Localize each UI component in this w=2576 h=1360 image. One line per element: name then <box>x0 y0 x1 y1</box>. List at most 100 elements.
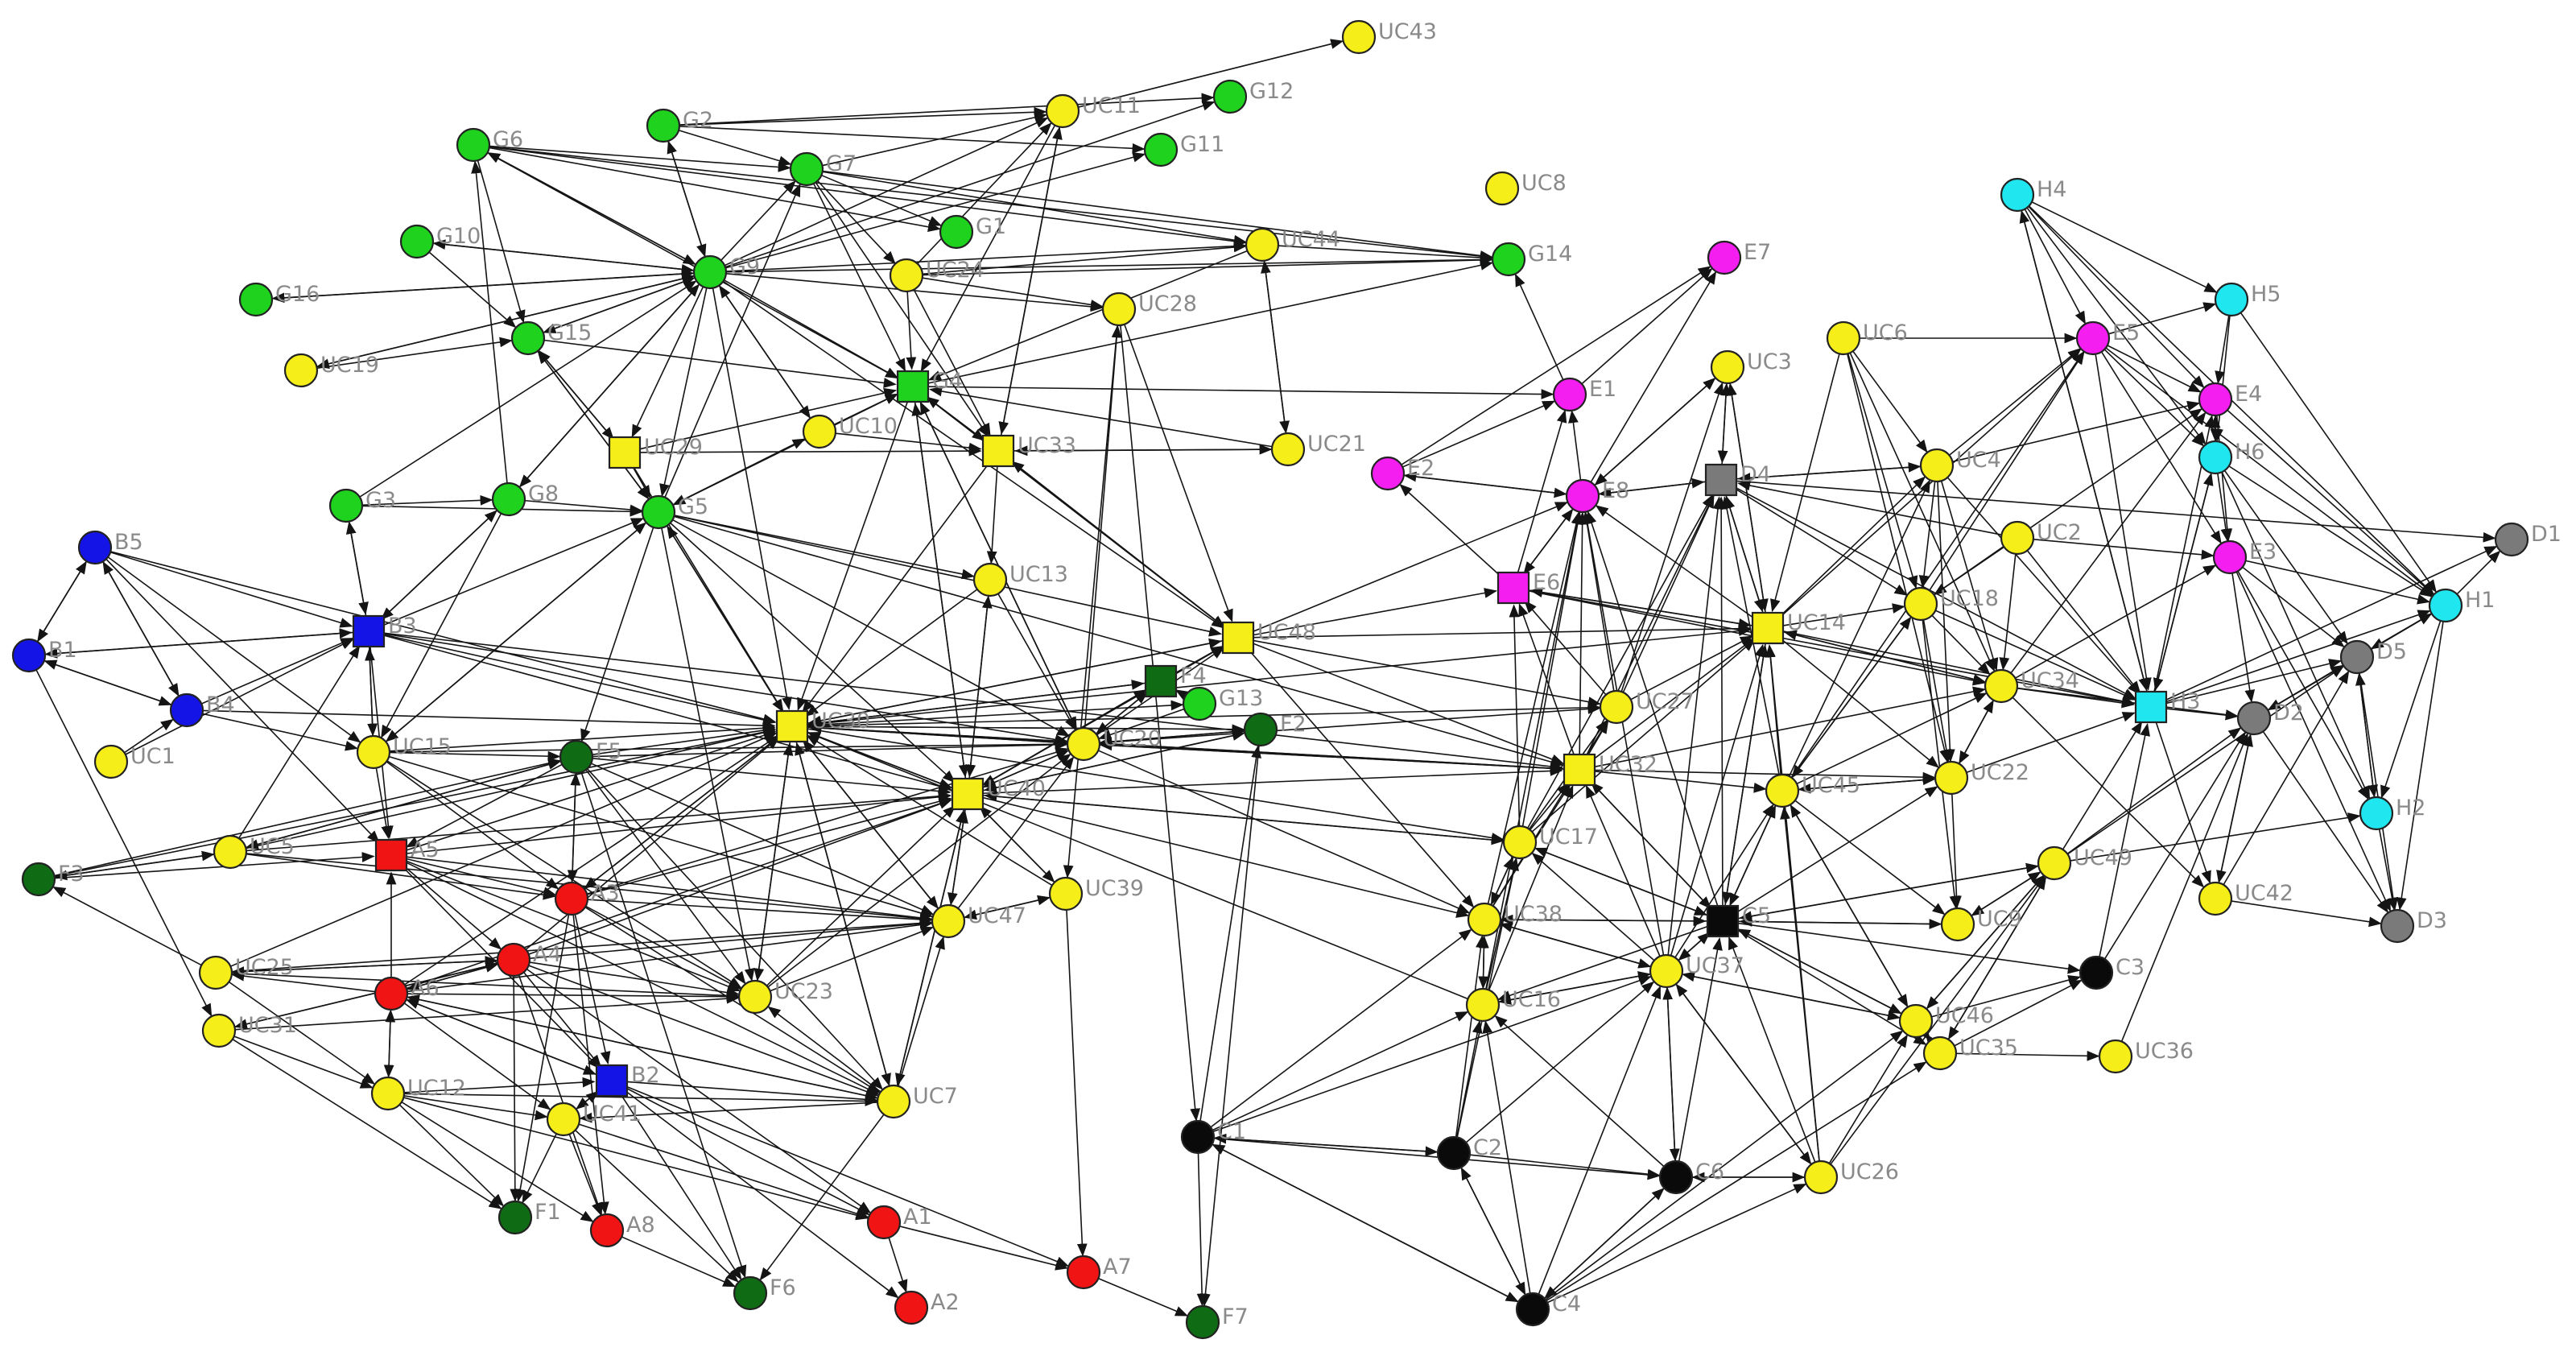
edge-uc21-uc33 <box>1014 445 1279 457</box>
edge-b3-uc30 <box>378 632 777 725</box>
edge-b4-b1 <box>43 659 178 708</box>
edge-uc21-g4 <box>929 386 1279 449</box>
edge-uc41-f6 <box>570 1125 739 1283</box>
node-label: A1 <box>903 1205 932 1230</box>
node-circle <box>93 744 129 779</box>
edge-g3-g8 <box>355 494 493 506</box>
node-circle <box>328 488 364 523</box>
node-f3: F3 <box>21 862 85 897</box>
edge-a5-uc30 <box>400 730 777 854</box>
node-label: C4 <box>1552 1292 1581 1317</box>
edge-a3-uc20 <box>580 747 1069 897</box>
edge-uc12-f1 <box>394 1099 505 1207</box>
edge-uc24-uc33 <box>910 283 991 436</box>
edge-e6-e2 <box>1399 484 1507 582</box>
edge-c6-c5 <box>1677 937 1723 1168</box>
node-label: UC49 <box>2074 845 2132 870</box>
node-label: A8 <box>626 1213 655 1238</box>
edge-h2-d5 <box>2355 672 2376 804</box>
node-circle <box>2075 320 2111 356</box>
node-square <box>352 614 386 648</box>
edge-uc18-uc9 <box>1921 613 1960 909</box>
edge-uc32-uc14 <box>1587 638 1755 765</box>
edge-b3-g8 <box>375 510 497 626</box>
node-label: G10 <box>436 224 481 249</box>
edge-uc29-uc33 <box>634 445 982 457</box>
node-uc5: UC5 <box>213 834 295 870</box>
edge-a3-uc40 <box>580 796 952 897</box>
edge-layer <box>32 39 2501 1317</box>
node-circle <box>1048 876 1084 911</box>
edge-e8-e7 <box>1587 271 1717 489</box>
node-label: UC26 <box>1840 1160 1899 1184</box>
node-circle <box>931 903 966 939</box>
edge-uc49-h3 <box>2058 721 2143 856</box>
edge-uc18-e5 <box>1925 351 2085 597</box>
edge-uc22-uc9 <box>1951 787 1962 909</box>
edge-h5-h1 <box>2236 307 2437 593</box>
node-label: D5 <box>2376 639 2407 664</box>
edge-uc37-uc26 <box>1671 978 1812 1165</box>
edge-h5-e4 <box>2215 308 2231 384</box>
node-uc26: UC26 <box>1803 1160 1899 1195</box>
node-a8: A8 <box>589 1213 655 1248</box>
edge-uc25-uc12 <box>223 978 376 1085</box>
node-h6: H6 <box>2198 440 2264 475</box>
edge-g5-uc40 <box>665 518 956 783</box>
edge-g8-uc15 <box>381 507 506 738</box>
edge-g8-g6 <box>471 160 509 490</box>
node-circle <box>1180 1119 1216 1155</box>
edge-uc32-uc22 <box>1588 769 1936 783</box>
edge-f3-uc5 <box>47 850 215 879</box>
node-circle <box>491 482 526 517</box>
node-circle <box>1765 773 1800 808</box>
edge-b4-uc15 <box>196 711 359 751</box>
node-square <box>608 436 642 469</box>
edge-g9-g2 <box>667 140 708 263</box>
edge-uc30-uc23 <box>753 735 792 982</box>
node-label: A4 <box>533 942 562 967</box>
node-label: E4 <box>2235 382 2262 407</box>
node-label: G12 <box>1249 79 1294 104</box>
node-label: H2 <box>2396 796 2425 821</box>
node-label: A3 <box>591 881 620 906</box>
edge-f4-uc30 <box>808 681 1152 728</box>
node-g12: G12 <box>1212 79 1294 114</box>
edge-uc22-uc45 <box>1798 778 1942 794</box>
edge-h4-h6 <box>2022 202 2207 445</box>
edge-g2-g7 <box>672 127 792 166</box>
node-circle <box>510 320 546 356</box>
node-circle <box>1826 320 1861 356</box>
edge-uc4-h3 <box>1942 472 2140 695</box>
node-label: G1 <box>976 214 1006 239</box>
node-label: B4 <box>206 692 235 717</box>
node-label: F7 <box>1222 1304 1249 1329</box>
node-uc39: UC39 <box>1048 876 1144 911</box>
node-label: C3 <box>2116 955 2145 980</box>
edge-h4-h5 <box>2025 198 2218 293</box>
edge-g9-uc11 <box>718 117 1049 269</box>
node-f1: F1 <box>497 1200 561 1235</box>
edge-uc14-uc22 <box>1774 633 1939 768</box>
node-label: E5 <box>2112 320 2140 345</box>
node-label: UC43 <box>1378 19 1437 44</box>
edge-e5-h3 <box>2094 347 2152 691</box>
node-g10: G10 <box>399 224 481 259</box>
node-label: UC16 <box>1502 987 1561 1012</box>
edge-g4-g14 <box>922 260 1494 386</box>
node-uc11: UC11 <box>1045 93 1141 129</box>
edge-f3-f5 <box>47 758 562 878</box>
node-circle <box>1245 227 1280 262</box>
edge-h1-d3 <box>2396 614 2445 911</box>
edge-g6-g14 <box>482 145 1493 262</box>
node-circle <box>2359 796 2394 831</box>
edge-uc41-a8 <box>566 1127 602 1216</box>
node-circle <box>1565 478 1600 514</box>
node-uc46: UC46 <box>1898 1003 1994 1039</box>
node-label: F1 <box>535 1200 561 1225</box>
edge-b3-uc32 <box>378 631 1563 772</box>
edge-uc1-b3 <box>119 639 354 759</box>
edge-b4-b5 <box>102 560 183 702</box>
